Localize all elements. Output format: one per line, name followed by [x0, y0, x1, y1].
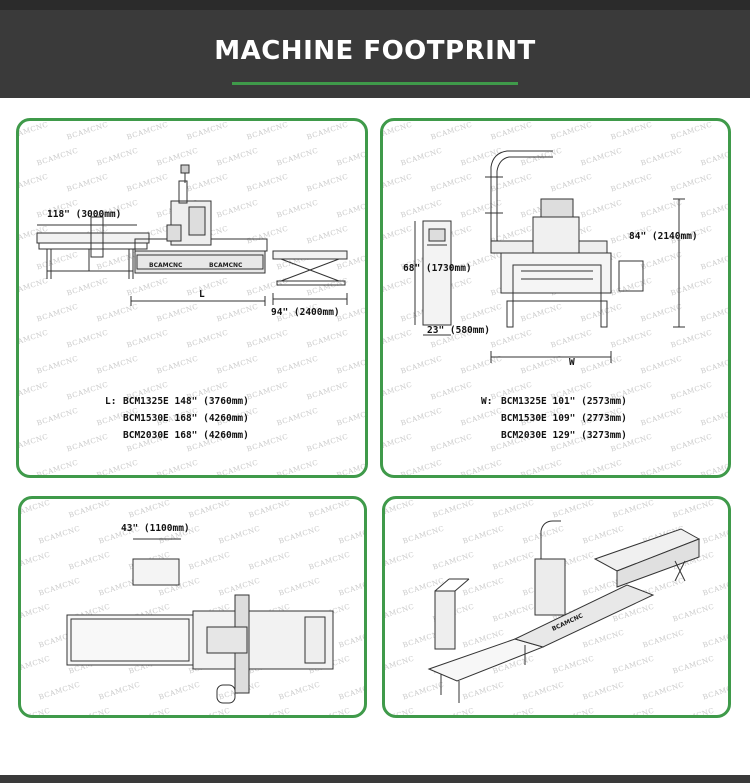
dim-cabinet-depth: 23" (580mm)	[427, 325, 490, 336]
dim-box: 43" (1100mm)	[121, 523, 190, 534]
page-title: MACHINE FOOTPRINT	[214, 36, 536, 66]
footer-bar	[0, 775, 750, 783]
spec-row: BCM2030E 168" (4260mm)	[123, 430, 249, 441]
header-bar: MACHINE FOOTPRINT	[0, 0, 750, 98]
isometric-drawing: BCAMCNC	[427, 520, 701, 703]
machine-brand-label-1: BCAMCNC	[149, 262, 183, 269]
title-underline	[232, 82, 518, 85]
front-view-drawing	[414, 150, 685, 363]
spec-list-length: L:BCM1325E 148" (3760mm) BCM1530E 168" (…	[105, 393, 249, 444]
spec-list-width: W:BCM1325E 101" (2573mm) BCM1530E 109" (…	[481, 393, 627, 444]
top-view-drawing	[66, 538, 334, 704]
machine-brand-label-2: BCAMCNC	[209, 262, 243, 269]
spec-row: W:BCM1325E 101" (2573mm)	[481, 396, 627, 407]
dim-length-label: L	[199, 289, 205, 300]
dim-height: 84" (2140mm)	[629, 231, 698, 242]
dim-table: 94" (2400mm)	[271, 307, 340, 318]
dim-width: 118" (3000mm)	[47, 209, 122, 220]
spec-row: L:BCM1325E 148" (3760mm)	[105, 396, 249, 407]
spec-row: BCM1530E 168" (4260mm)	[123, 413, 249, 424]
spec-row: BCM2030E 129" (3273mm)	[501, 430, 627, 441]
spec-row: BCM1530E 109" (2773mm)	[501, 413, 627, 424]
side-view-drawing: BCAMCNC BCAMCNC	[36, 164, 348, 306]
dim-cabinet-height: 68" (1730mm)	[403, 263, 472, 274]
dim-width-label: W	[569, 357, 575, 368]
